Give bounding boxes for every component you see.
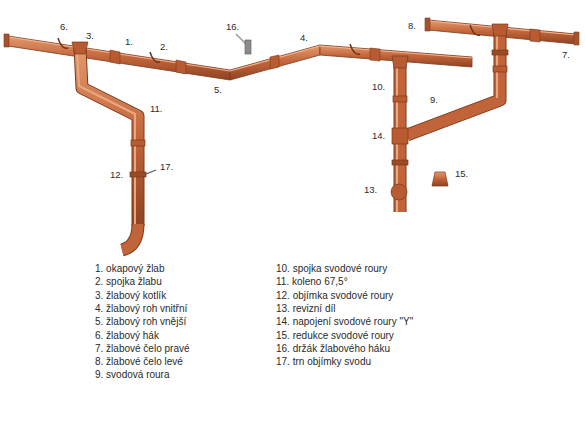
callout-number: 5. <box>214 85 222 96</box>
callout-number: 14. <box>372 131 385 142</box>
callout-number: 8. <box>408 21 416 32</box>
gutter <box>4 18 579 80</box>
legend-item: 7. žlabové čelo pravé <box>95 343 190 355</box>
callout-number: 13. <box>364 185 377 196</box>
callout-number: 1. <box>125 37 133 48</box>
legend-item: 2. spojka žlabu <box>95 276 162 288</box>
downpipes <box>77 30 500 250</box>
pipe-parts <box>72 24 508 200</box>
legend-item: 9. svodová roura <box>95 369 170 381</box>
legend-item: 14. napojení svodové roury "Y" <box>276 316 413 328</box>
legend-item: 1. okapový žlab <box>95 263 165 275</box>
callout-number: 12. <box>110 170 123 181</box>
legend-item: 15. redukce svodové roury <box>276 330 394 342</box>
legend-item: 5. žlabový roh vnější <box>95 316 186 328</box>
legend-item: 17. trn objímky svodu <box>276 356 371 368</box>
callout-number: 6. <box>60 22 68 33</box>
legend-item: 11. koleno 67,5° <box>276 276 348 288</box>
legend-item: 16. držák žlabového háku <box>276 343 390 355</box>
legend-item: 10. spojka svodové roury <box>276 263 387 275</box>
legend-item: 12. objímka svodové roury <box>276 290 393 302</box>
callout-number: 15. <box>455 169 468 180</box>
legend-item: 8. žlabové čelo levé <box>95 356 183 368</box>
callout-number: 11. <box>150 104 163 115</box>
callout-number: 17. <box>160 162 173 173</box>
callout-number: 10. <box>372 82 385 93</box>
callout-number: 16. <box>226 22 239 33</box>
legend-item: 4. žlabový roh vnitřní <box>95 303 187 315</box>
callout-number: 2. <box>160 42 168 53</box>
callout-number: 3. <box>86 31 94 42</box>
legend-item: 3. žlabový kotlík <box>95 290 166 302</box>
hook-holder <box>236 34 251 54</box>
legend-item: 13. revizní díl <box>276 303 335 315</box>
callout-number: 4. <box>300 33 308 44</box>
legend-item: 6. žlabový hák <box>95 330 159 342</box>
callout-number: 7. <box>562 50 570 61</box>
callout-number: 9. <box>430 95 438 106</box>
